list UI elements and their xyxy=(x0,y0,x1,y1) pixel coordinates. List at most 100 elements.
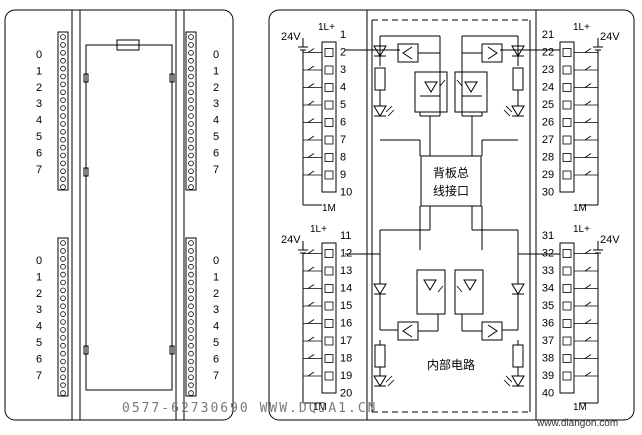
terminal-number: 23 xyxy=(542,64,554,76)
terminal-screw xyxy=(60,160,66,167)
terminal-cell xyxy=(324,319,334,328)
terminal-block-top-right xyxy=(559,41,575,193)
input-switch-wire xyxy=(574,83,598,88)
terminal-cell xyxy=(562,266,572,276)
terminal-cell xyxy=(562,319,572,328)
input-switch-wire xyxy=(303,354,322,359)
input-switch-wire xyxy=(303,336,322,342)
input-circuit-top-left xyxy=(345,35,448,117)
terminal-screw xyxy=(60,342,66,349)
terminal-screw xyxy=(60,113,66,119)
terminal-screw xyxy=(188,350,194,357)
terminal-cell xyxy=(324,301,334,311)
channel-label: 1 xyxy=(213,271,219,283)
input-switch-wire xyxy=(574,170,598,176)
supply-voltage-label-br: 24V xyxy=(600,234,620,246)
terminal-number: 31 xyxy=(542,230,554,242)
center-panel xyxy=(85,44,173,391)
terminal-cell xyxy=(562,170,572,180)
terminal-number: 14 xyxy=(340,283,352,295)
terminal-screw xyxy=(188,121,194,127)
terminal-number: 33 xyxy=(542,265,554,277)
input-switch-wire xyxy=(574,118,598,123)
terminal-block-top-left xyxy=(321,41,337,193)
channel-label: 2 xyxy=(213,288,219,300)
terminal-block-bottom-right xyxy=(559,242,575,394)
channel-label: 1 xyxy=(36,65,42,77)
terminal-screw xyxy=(188,287,194,294)
terminal-screw xyxy=(188,176,194,183)
terminal-screw xyxy=(188,97,194,103)
terminal-cell xyxy=(562,48,572,57)
supply-symbol-br xyxy=(579,241,603,404)
opto-buffer xyxy=(397,43,419,63)
terminal-cell xyxy=(562,336,572,346)
terminal-screw xyxy=(188,327,194,333)
terminal-cell xyxy=(562,153,572,162)
terminal-screw xyxy=(188,34,194,40)
supply-symbol-tr xyxy=(579,38,603,206)
terminal-number: 7 xyxy=(340,134,346,146)
terminal-screw xyxy=(188,89,194,96)
input-switch-wire xyxy=(574,284,598,289)
input-switch-wire xyxy=(303,65,322,71)
terminal-strip-left-upper xyxy=(57,31,69,191)
channel-label: 5 xyxy=(213,131,219,143)
terminal-number: 35 xyxy=(542,300,554,312)
terminal-screw xyxy=(188,105,194,111)
terminal-cell xyxy=(324,284,334,293)
terminal-number: 38 xyxy=(542,353,554,365)
terminal-cell xyxy=(324,83,334,92)
terminal-screw xyxy=(188,42,194,48)
terminal-screw xyxy=(60,73,66,80)
terminal-number: 8 xyxy=(340,152,346,164)
input-switch-wire xyxy=(574,65,598,71)
terminal-number: 1 xyxy=(340,29,346,41)
channel-label: 3 xyxy=(213,304,219,316)
input-circuit-top-right xyxy=(454,35,560,117)
terminal-screw xyxy=(60,176,66,183)
optocoupler-top-left xyxy=(414,71,448,113)
terminal-cell xyxy=(562,249,572,258)
channel-label: 3 xyxy=(213,98,219,110)
terminal-number: 15 xyxy=(340,300,352,312)
terminal-number: 27 xyxy=(542,134,554,146)
terminal-screw xyxy=(60,374,66,381)
terminal-block-bottom-left xyxy=(321,242,337,394)
input-switch-wire xyxy=(574,371,598,377)
terminal-screw xyxy=(60,248,66,254)
supply-symbol-bl xyxy=(298,241,322,404)
input-switch-wire xyxy=(303,83,322,88)
input-switch-wire xyxy=(303,48,322,53)
source-credit: www.diangon.com xyxy=(536,418,618,429)
terminal-number: 13 xyxy=(340,265,352,277)
common-plus-label-tr: 1L+ xyxy=(573,22,590,33)
terminal-number: 9 xyxy=(340,169,346,181)
terminal-strip-right-upper xyxy=(185,31,197,191)
terminal-screw xyxy=(60,303,66,310)
terminal-screw xyxy=(188,279,194,286)
terminal-number: 5 xyxy=(340,99,346,111)
terminal-strip-left-lower xyxy=(57,237,69,397)
channel-label: 0 xyxy=(213,49,219,61)
input-switch-wire xyxy=(574,153,598,158)
terminal-number: 2 xyxy=(340,47,346,59)
terminal-screw xyxy=(60,271,66,278)
input-switch-wire xyxy=(303,284,322,289)
terminal-screw xyxy=(188,263,194,270)
terminal-screw xyxy=(188,49,194,56)
terminal-cell xyxy=(324,135,334,145)
terminal-number: 36 xyxy=(542,318,554,330)
supply-symbol-tl xyxy=(298,38,322,206)
channel-label: 3 xyxy=(36,98,42,110)
terminal-screw xyxy=(60,279,66,286)
terminal-number: 17 xyxy=(340,335,352,347)
channel-label: 6 xyxy=(213,147,219,159)
terminal-screw xyxy=(60,287,66,294)
terminal-screw xyxy=(60,327,66,333)
input-switch-wire xyxy=(303,266,322,272)
terminal-screw xyxy=(60,97,66,103)
input-switch-wire xyxy=(574,319,598,324)
input-switch-wire xyxy=(303,170,322,176)
